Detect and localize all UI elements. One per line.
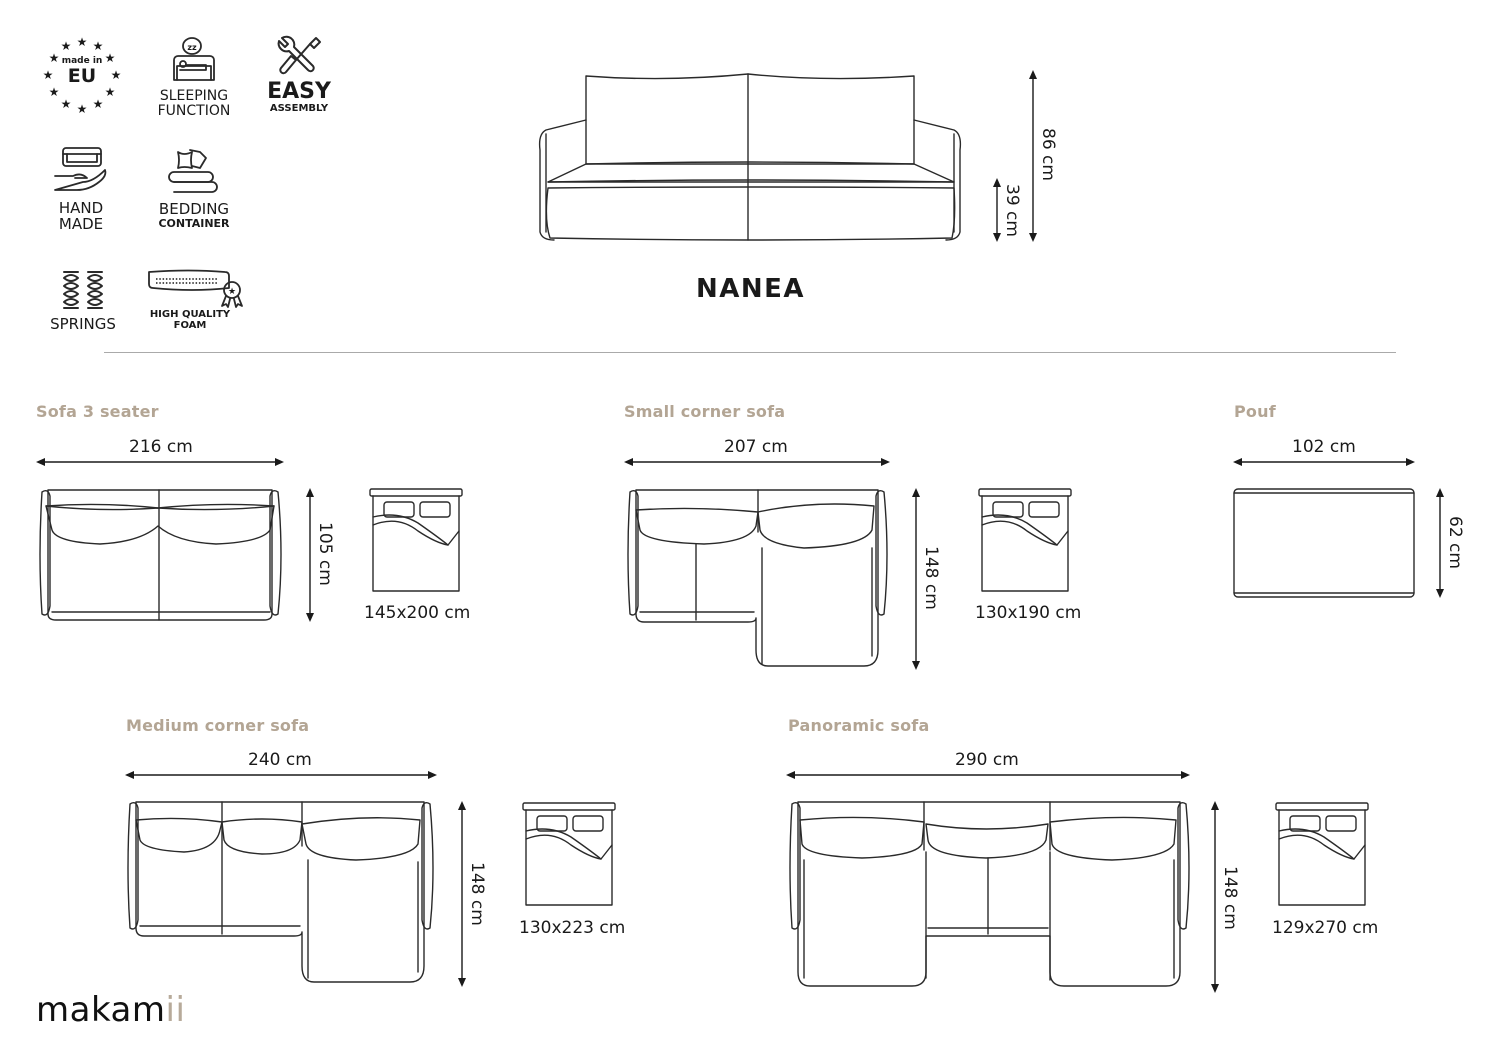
panoramic-sofa-top-view xyxy=(789,801,1190,987)
brand-logo-accent: ii xyxy=(165,990,186,1030)
variant-bed-medium-corner-sofa: 130x223 cm xyxy=(519,918,626,938)
svg-text:★: ★ xyxy=(105,51,116,65)
bedding-label-line1: BEDDING xyxy=(158,200,230,218)
tools-icon xyxy=(277,35,321,75)
svg-text:★: ★ xyxy=(43,68,54,82)
svg-text:★: ★ xyxy=(49,51,60,65)
foam-certificate-icon: ★ xyxy=(148,269,243,308)
small-corner-sofa-top-view xyxy=(627,489,888,667)
svg-text:★: ★ xyxy=(77,35,88,49)
hand-made-label: HAND MADE xyxy=(36,199,126,233)
brand-logo: makamii xyxy=(36,990,185,1030)
variant-title-small-corner-sofa: Small corner sofa xyxy=(624,402,786,421)
foam-label-line1: HIGH QUALITY xyxy=(149,309,231,320)
eu-stars-icon: ★ ★ ★ ★ ★ ★ ★ ★ ★ ★ ★ ★ xyxy=(43,35,122,116)
variant-depth-pouf: 62 cm xyxy=(1445,516,1465,569)
depth-arrow xyxy=(306,488,314,622)
depth-arrow xyxy=(912,488,920,670)
foam-label-line2: FOAM xyxy=(173,319,207,331)
medium-corner-sofa-top-view xyxy=(127,801,434,983)
eu-label: EU xyxy=(67,65,97,87)
height-arrow xyxy=(1029,70,1037,242)
variant-title-pouf: Pouf xyxy=(1234,402,1276,421)
hand-sofa-icon xyxy=(54,147,107,191)
variant-width-pouf: 102 cm xyxy=(1292,437,1356,457)
bed-icon xyxy=(522,802,616,906)
hand-label-line2: MADE xyxy=(58,214,104,233)
svg-text:★: ★ xyxy=(228,287,236,297)
brand-logo-main: makam xyxy=(36,990,166,1030)
svg-text:★: ★ xyxy=(49,85,60,99)
divider xyxy=(104,352,1396,353)
variant-bed-sofa-3-seater: 145x200 cm xyxy=(364,603,471,623)
variant-depth-sofa-3-seater: 105 cm xyxy=(315,522,335,586)
svg-text:★: ★ xyxy=(93,97,104,111)
seat-height-arrow xyxy=(993,178,1001,242)
svg-text:zz: zz xyxy=(187,43,197,52)
depth-arrow xyxy=(1211,801,1219,993)
bedding-icon xyxy=(168,149,218,193)
variant-title-medium-corner-sofa: Medium corner sofa xyxy=(126,716,310,735)
width-arrow xyxy=(36,458,284,466)
springs-icon xyxy=(63,271,103,309)
high-quality-foam-label: HIGH QUALITY FOAM xyxy=(138,309,242,331)
depth-arrow xyxy=(458,801,466,987)
bed-icon xyxy=(978,488,1072,592)
svg-text:★: ★ xyxy=(61,39,72,53)
hand-label-line1: HAND xyxy=(58,199,104,217)
sofa-3-seater-top-view xyxy=(39,489,282,621)
svg-text:★: ★ xyxy=(77,102,88,116)
variant-width-small-corner-sofa: 207 cm xyxy=(724,437,788,457)
bedding-label-line2: CONTAINER xyxy=(158,216,230,230)
variant-width-panoramic-sofa: 290 cm xyxy=(955,750,1019,770)
svg-text:★: ★ xyxy=(93,39,104,53)
seat-height-label: 39 cm xyxy=(1002,184,1022,237)
width-arrow xyxy=(624,458,890,466)
variant-depth-small-corner-sofa: 148 cm xyxy=(921,546,941,610)
variant-bed-small-corner-sofa: 130x190 cm xyxy=(975,603,1082,623)
sleeping-function-label: SLEEPING FUNCTION xyxy=(140,89,248,118)
width-arrow xyxy=(786,771,1190,779)
svg-text:★: ★ xyxy=(111,68,122,82)
springs-label: SPRINGS xyxy=(50,315,116,333)
bed-icon xyxy=(369,488,463,592)
made-in-label: made in xyxy=(61,56,103,66)
variant-title-panoramic-sofa: Panoramic sofa xyxy=(788,716,930,735)
sleeping-sofa-icon: zz xyxy=(173,37,215,81)
variant-depth-panoramic-sofa: 148 cm xyxy=(1220,866,1240,930)
sleeping-label-line2: FUNCTION xyxy=(157,102,231,119)
bed-icon xyxy=(1275,802,1369,906)
width-arrow xyxy=(1233,458,1415,466)
assembly-label: ASSEMBLY xyxy=(269,103,329,114)
total-height-label: 86 cm xyxy=(1038,128,1058,181)
variant-bed-panoramic-sofa: 129x270 cm xyxy=(1272,918,1379,938)
variant-title-sofa-3-seater: Sofa 3 seater xyxy=(36,402,159,421)
sleeping-label-line1: SLEEPING xyxy=(159,88,229,104)
pouf-top-view xyxy=(1233,488,1415,598)
variant-width-sofa-3-seater: 216 cm xyxy=(129,437,193,457)
width-arrow xyxy=(125,771,437,779)
variant-depth-medium-corner-sofa: 148 cm xyxy=(467,862,487,926)
easy-label: EASY xyxy=(267,79,331,104)
product-name: NANEA xyxy=(696,274,806,304)
svg-text:★: ★ xyxy=(61,97,72,111)
variant-width-medium-corner-sofa: 240 cm xyxy=(248,750,312,770)
depth-arrow xyxy=(1436,488,1444,598)
sofa-front-view xyxy=(538,73,962,241)
bedding-container-label: BEDDING CONTAINER xyxy=(138,200,250,230)
svg-text:★: ★ xyxy=(105,85,116,99)
